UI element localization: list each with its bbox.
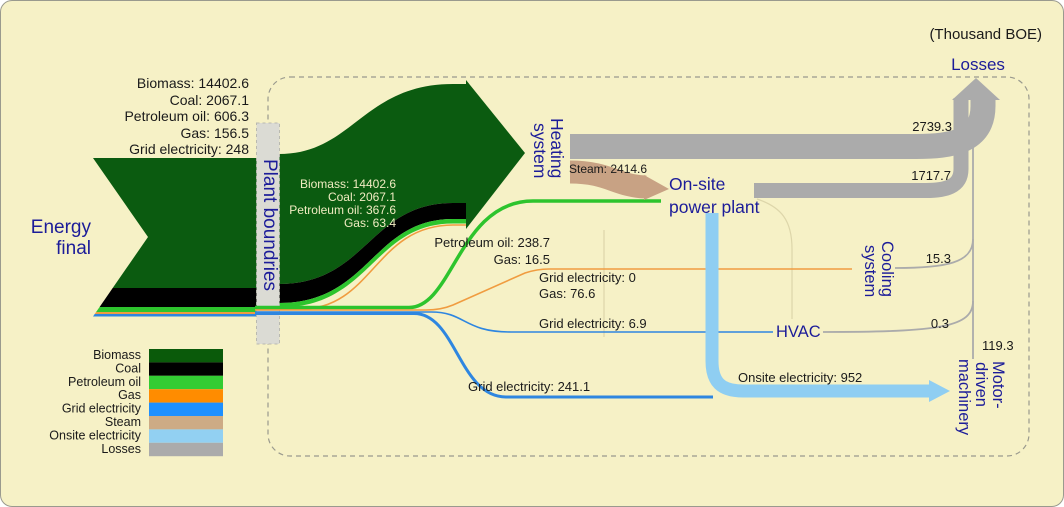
node-heating-line1: Heating [547, 118, 567, 178]
flow-steam [569, 160, 647, 199]
node-hvac: HVAC [776, 323, 821, 341]
legend-swatch-onsite-electricity [149, 429, 223, 443]
legend-swatch-petroleum-oil [149, 375, 223, 390]
flow-label-oil-to-plant: Petroleum oil: 238.7 [434, 235, 550, 250]
flow-biomass-to-heating [279, 84, 468, 284]
input-label: Coal: 2067.1 [170, 92, 250, 108]
inside-label: Petroleum oil: 367.6 [289, 203, 396, 217]
flow-label-grid-to-cooling: Grid electricity: 0 [539, 270, 636, 285]
flow-label-grid-to-hvac: Grid electricity: 6.9 [539, 316, 647, 331]
unit-note: (Thousand BOE) [929, 26, 1042, 43]
flow-grid-to-motor [255, 312, 713, 399]
node-energy-final-line1: Energy [31, 217, 92, 238]
flow-input-coal [99, 288, 279, 307]
flow-oil-gas-to-power-plant [255, 199, 661, 310]
legend-swatch-gas [149, 389, 223, 403]
input-label: Biomass: 14402.6 [137, 75, 249, 91]
input-label: Petroleum oil: 606.3 [124, 108, 249, 124]
losses-arrowhead [952, 78, 1000, 100]
steam-arrowhead [644, 175, 669, 200]
flow-loss-hvac [822, 300, 974, 333]
flow-loss-cooling [894, 238, 974, 269]
legend-swatch-losses [149, 442, 223, 457]
loss-value-motor: 119.3 [982, 338, 1014, 353]
onsite-electricity-arrowhead [929, 380, 950, 402]
node-energy-final-line2: final [56, 238, 91, 259]
flow-input-biomass [93, 158, 279, 288]
node-losses: Losses [951, 55, 1005, 74]
flow-input-gas [94, 312, 279, 314]
flow-input-grid-electricity [93, 314, 279, 317]
loss-value-hvac: 0.3 [931, 316, 949, 331]
flow-label-gas-to-plant: Gas: 16.5 [494, 252, 550, 267]
inside-label: Coal: 2067.1 [328, 190, 396, 204]
legend-label: Biomass [93, 348, 141, 362]
flow-loss-power-plant [754, 98, 969, 198]
inside-label: Gas: 63.4 [344, 216, 396, 230]
legend-swatch-grid-electricity [149, 402, 223, 416]
legend-swatch-biomass [149, 349, 223, 363]
node-cooling-line1: Cooling [878, 241, 896, 297]
flow-onsite-electricity [705, 213, 929, 398]
node-motor-line3: machinery [955, 359, 973, 436]
flow-label-grid-to-motor: Grid electricity: 241.1 [468, 379, 590, 394]
inside-label: Biomass: 14402.6 [300, 177, 396, 191]
flow-gas-to-cooling [255, 268, 852, 311]
loss-value-cooling: 15.3 [926, 251, 951, 266]
legend-label: Losses [101, 442, 141, 456]
legend-swatch-steam [149, 416, 223, 430]
input-label: Grid electricity: 248 [129, 141, 249, 157]
plant-boundaries-bar [256, 122, 280, 345]
zero-flow-hairline [756, 198, 793, 319]
node-cooling-line2: system [861, 245, 879, 297]
legend: Biomass Coal Petroleum oil Gas Grid elec… [49, 348, 223, 457]
node-power-plant-line1: On-site [669, 174, 725, 194]
legend-label: Coal [115, 361, 141, 375]
legend-swatch-coal [149, 362, 223, 376]
flow-coal-to-heating [279, 203, 468, 303]
flow-label-gas-to-cooling: Gas: 76.6 [539, 286, 595, 301]
node-power-plant-line2: power plant [669, 197, 760, 217]
legend-label: Grid electricity [62, 402, 142, 416]
flow-input-petroleum-oil [96, 307, 279, 312]
input-label: Gas: 156.5 [181, 125, 250, 141]
node-motor-line2: driven [972, 362, 990, 407]
legend-label: Gas [118, 388, 141, 402]
heating-system-arrowhead [466, 80, 525, 229]
flow-label-steam: Steam: 2414.6 [569, 162, 647, 176]
node-heating-line2: system [530, 123, 550, 178]
flow-grid-to-hvac [255, 311, 773, 333]
loss-value-heating: 2739.3 [912, 119, 952, 134]
legend-label: Steam [105, 415, 141, 429]
plant-boundary-dashed-border [267, 76, 1030, 457]
flow-label-onsite: Onsite electricity: 952 [738, 370, 862, 385]
legend-label: Petroleum oil [68, 375, 141, 389]
node-motor-line1: Motor- [989, 361, 1007, 409]
loss-value-power-plant: 1717.7 [911, 168, 951, 183]
legend-label: Onsite electricity [49, 428, 141, 442]
node-plant-boundaries: Plant boundries [259, 159, 280, 291]
